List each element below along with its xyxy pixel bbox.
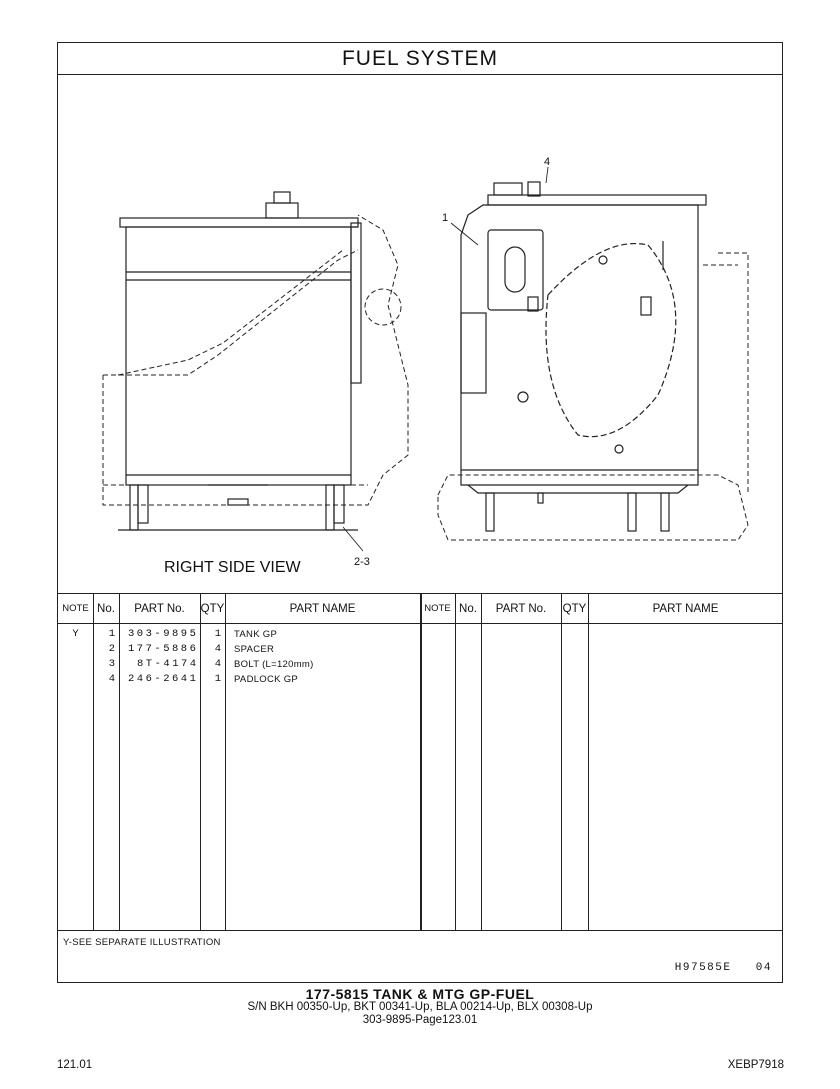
callout-labels: 1 4 2-3 xyxy=(354,156,550,568)
row-4-qty: 1 xyxy=(214,673,221,685)
callout-1: 1 xyxy=(442,212,448,224)
header-no: No. xyxy=(97,603,115,615)
footnote-area: Y-SEE SEPARATE ILLUSTRATION H97585E 04 xyxy=(58,930,782,984)
row-4-no: 4 xyxy=(108,673,115,685)
page-number: 121.01 xyxy=(57,1059,93,1071)
left-view-frame xyxy=(102,214,409,506)
row-4-part-name: PADLOCK GP xyxy=(234,674,299,685)
header-qty: QTY xyxy=(200,603,225,615)
parts-table: NOTE No. PART No. QTY PART NAME NOTE No.… xyxy=(58,593,782,931)
row-2-part-name: SPACER xyxy=(234,644,275,655)
row-3-no: 3 xyxy=(108,658,115,670)
row-1-qty: 1 xyxy=(214,628,221,640)
row-4-part-no: 246-2641 xyxy=(128,673,199,685)
header-qty: QTY xyxy=(562,603,587,615)
row-2-part-no: 177-5886 xyxy=(128,643,199,655)
header-part-name: PART NAME xyxy=(652,603,719,615)
left-view-tank xyxy=(118,191,362,531)
column-divider xyxy=(481,594,482,931)
column-divider xyxy=(225,594,226,931)
column-divider xyxy=(200,594,201,931)
row-3-part-name: BOLT (L=120mm) xyxy=(234,659,314,670)
view-label: RIGHT SIDE VIEW xyxy=(164,559,301,576)
group-caption: 177-5815 TANK & MTG GP-FUEL xyxy=(305,986,535,1002)
header-part-no: PART No. xyxy=(134,603,185,615)
serial-numbers: S/N BKH 00350-Up, BKT 00341-Up, BLA 0021… xyxy=(247,1001,593,1013)
header-part-name: PART NAME xyxy=(289,603,356,615)
page-reference: 303-9895-Page123.01 xyxy=(362,1014,478,1026)
row-3-qty: 4 xyxy=(214,658,221,670)
header-no: No. xyxy=(459,603,477,615)
footnote: Y-SEE SEPARATE ILLUSTRATION xyxy=(63,937,221,948)
right-view-frame xyxy=(437,252,749,541)
fuel-tank-illustration: 1 4 2-3 RIGHT SIDE VIEW xyxy=(58,75,782,593)
header-part-no: PART No. xyxy=(495,603,547,615)
header-note: NOTE xyxy=(424,603,451,614)
right-view-tank xyxy=(460,181,707,532)
row-3-part-no: 8T-4174 xyxy=(137,658,199,670)
row-2-qty: 4 xyxy=(214,643,221,655)
row-1-part-no: 303-9895 xyxy=(128,628,199,640)
illustration-code: H97585E 04 xyxy=(674,962,772,974)
row-1-note: Y xyxy=(72,628,79,640)
column-divider xyxy=(455,594,456,931)
callout-4: 4 xyxy=(544,156,550,168)
callout-leaders xyxy=(342,166,549,552)
column-divider xyxy=(561,594,562,931)
row-1-no: 1 xyxy=(108,628,115,640)
column-divider xyxy=(420,594,422,931)
document-code: XEBP7918 xyxy=(727,1059,784,1071)
page-frame: FUEL SYSTEM xyxy=(57,42,783,983)
header-note: NOTE xyxy=(62,603,89,614)
callout-2-3: 2-3 xyxy=(354,556,370,568)
tank-drawing-svg: 1 4 2-3 xyxy=(102,156,749,568)
column-divider xyxy=(588,594,589,931)
column-divider xyxy=(119,594,120,931)
page-title: FUEL SYSTEM xyxy=(58,43,782,75)
row-1-part-name: TANK GP xyxy=(234,629,278,640)
row-2-no: 2 xyxy=(108,643,115,655)
column-divider xyxy=(93,594,94,931)
